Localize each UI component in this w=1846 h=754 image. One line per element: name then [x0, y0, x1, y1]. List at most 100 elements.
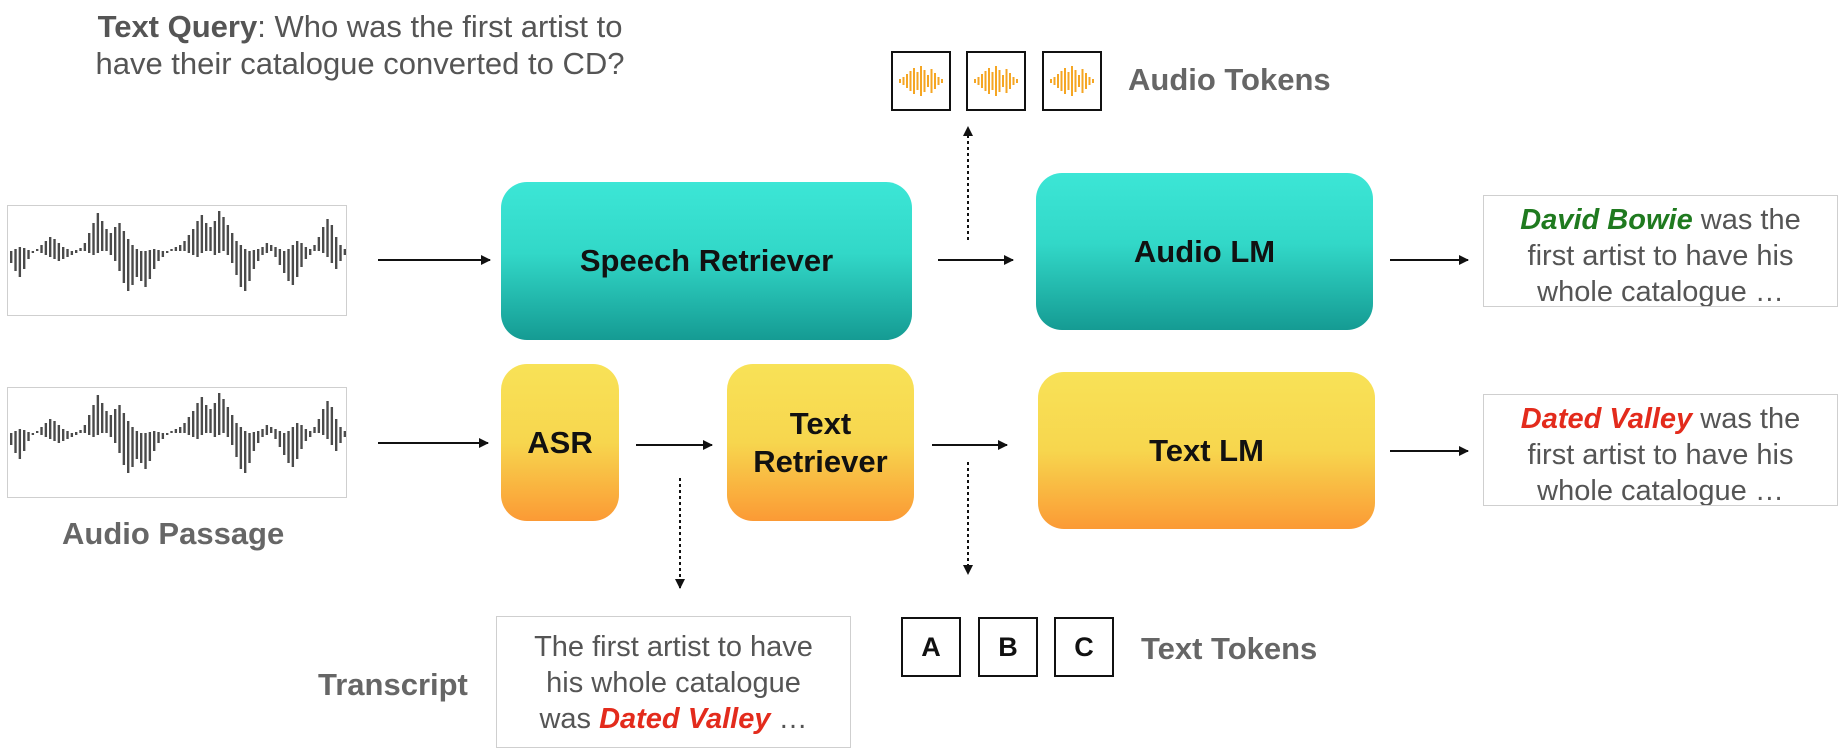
waveform-bar — [179, 427, 182, 433]
waveform-bar — [902, 77, 905, 85]
waveform-bar — [226, 225, 230, 255]
waveform-bar — [283, 433, 286, 455]
waveform-bar — [131, 427, 134, 467]
waveform-bar — [923, 70, 926, 92]
waveform-bar — [265, 425, 269, 435]
waveform-bar — [330, 225, 334, 263]
waveform-bar — [23, 248, 26, 269]
waveform-bar — [906, 74, 908, 88]
waveform-bar — [283, 251, 286, 273]
waveform-bar — [92, 405, 95, 437]
waveform-bar — [209, 227, 212, 251]
waveform-bar — [1005, 69, 1008, 93]
waveform-bar — [287, 249, 290, 281]
waveform-icon — [1050, 66, 1094, 96]
waveform-bar — [187, 417, 191, 435]
waveform-bar — [14, 249, 17, 271]
waveform-bar — [296, 423, 299, 459]
waveform-bar — [205, 405, 208, 433]
waveform-bar — [36, 431, 39, 433]
waveform-bar — [105, 229, 108, 251]
waveform-bar — [257, 249, 260, 261]
text-output-line3: whole catalogue … — [1537, 475, 1784, 506]
audio-token-2 — [966, 51, 1026, 111]
waveform-bar — [40, 245, 43, 253]
waveform-bar — [998, 70, 1001, 92]
transcript-line3-post: … — [770, 703, 808, 735]
waveform-bar — [261, 247, 264, 255]
waveform-bar — [166, 433, 169, 435]
waveform-bar — [335, 419, 338, 451]
waveform-bar — [70, 433, 74, 437]
waveform-bar — [1064, 68, 1066, 94]
audio-waveform-top — [7, 205, 347, 316]
waveform-bar — [909, 71, 912, 91]
waveform-bar — [991, 72, 994, 90]
audio-tokens-label: Audio Tokens — [1128, 62, 1331, 97]
waveform-bar — [127, 421, 130, 473]
waveform-bar — [105, 411, 108, 433]
waveform-bar — [92, 223, 95, 255]
text-output-line1: was the — [1692, 403, 1801, 435]
waveform-bar — [913, 68, 915, 94]
text-token-c-letter: C — [1074, 631, 1094, 662]
waveform-bar — [339, 245, 342, 261]
waveform-bar — [135, 431, 139, 459]
waveform-bar — [300, 243, 303, 267]
waveform-bar — [157, 432, 160, 443]
waveform-bar — [899, 79, 901, 83]
waveform-bar — [265, 243, 269, 253]
waveform-bar — [1088, 77, 1091, 85]
waveform-bar — [62, 247, 65, 259]
waveform-bar — [196, 403, 199, 439]
text-query-label: Text Query — [97, 9, 258, 44]
waveform-bar — [122, 413, 126, 465]
waveform-bar — [988, 68, 990, 94]
waveform-bar — [1074, 70, 1077, 92]
waveform-icon — [974, 66, 1018, 96]
waveform-bar — [57, 243, 61, 261]
waveform-bar — [70, 251, 74, 255]
waveform-bar — [304, 429, 308, 441]
waveform-bar — [83, 425, 87, 433]
waveform-bar — [144, 251, 147, 287]
waveform-bar — [101, 403, 104, 433]
asr-label: ASR — [527, 424, 593, 460]
waveform-bar — [930, 69, 933, 93]
waveform-bar — [44, 423, 48, 437]
waveform-bar — [166, 251, 169, 253]
waveform-bar — [226, 407, 230, 437]
waveform-bar — [10, 251, 13, 263]
text-query-line1: : Who was the first artist to — [257, 9, 623, 44]
transcript-box: The first artist to have his whole catal… — [496, 616, 851, 748]
waveform-bar — [309, 249, 312, 255]
waveform-bar — [36, 249, 39, 251]
text-query-line2: have their catalogue converted to CD? — [95, 46, 625, 81]
waveform-bar — [131, 245, 134, 285]
waveform-bar — [231, 415, 234, 445]
waveform-bar — [1057, 74, 1059, 88]
waveform-bar — [170, 431, 173, 433]
waveform-bar — [18, 247, 22, 277]
waveform-bar — [88, 415, 91, 435]
audio-output-line3: whole catalogue … — [1537, 276, 1784, 307]
waveform-bar — [239, 245, 243, 287]
waveform-bar — [304, 247, 308, 259]
waveform-bar — [1081, 69, 1084, 93]
waveform-bar — [218, 393, 221, 435]
text-lm-output: Dated Valley was the first artist to hav… — [1483, 394, 1838, 506]
waveform-bar — [96, 213, 100, 253]
waveform-bar — [157, 250, 160, 261]
waveform-bar — [83, 243, 87, 251]
audio-output-line2: first artist to have his — [1527, 240, 1794, 272]
waveform-bar — [296, 241, 299, 277]
waveform-bar — [1092, 79, 1094, 83]
speech-retriever-label: Speech Retriever — [579, 243, 834, 278]
waveform-bar — [96, 395, 100, 435]
waveform-bar — [322, 227, 325, 253]
waveform-bar — [135, 249, 139, 277]
waveform-bar — [53, 421, 56, 441]
waveform-bar — [49, 419, 52, 439]
waveform-bar — [213, 403, 217, 437]
transcript-line2: his whole catalogue — [546, 667, 801, 699]
